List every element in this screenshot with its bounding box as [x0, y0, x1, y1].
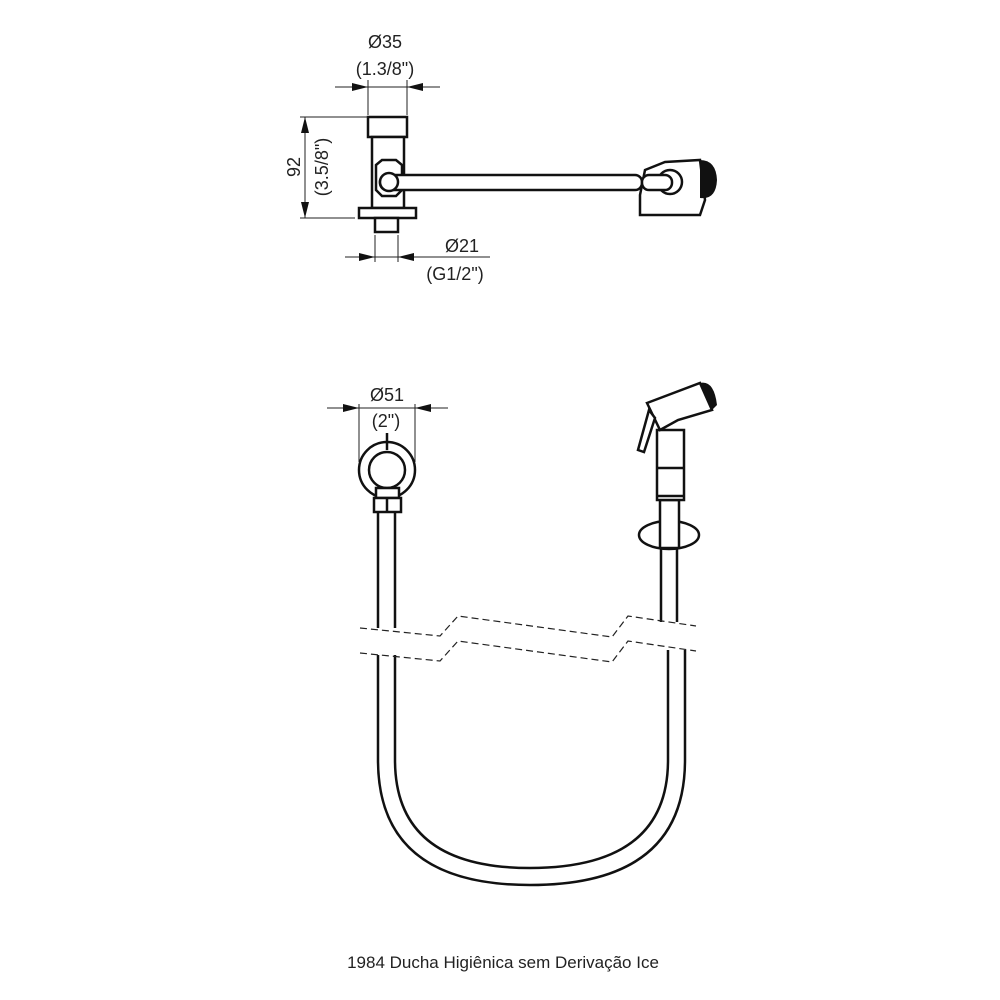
- top-width-metric: Ø35: [368, 32, 402, 52]
- valve-side-view: [357, 115, 717, 234]
- hand-shower: [636, 381, 717, 551]
- dimension-top-width: Ø35 (1.3/8"): [335, 32, 440, 115]
- dimension-thread: Ø21 (G1/2"): [345, 235, 490, 284]
- dimension-height: 92 (3.5/8"): [284, 116, 368, 219]
- flange-metric: Ø51: [370, 385, 404, 405]
- thread-imperial: (G1/2"): [426, 264, 483, 284]
- hose: [359, 512, 697, 887]
- height-imperial: (3.5/8"): [312, 138, 332, 196]
- dimension-flange: Ø51 (2"): [327, 385, 448, 462]
- valve-front-view: [357, 433, 417, 514]
- thread-metric: Ø21: [445, 236, 479, 256]
- top-width-imperial: (1.3/8"): [356, 59, 414, 79]
- flange-imperial: (2"): [372, 411, 400, 431]
- caption: 1984 Ducha Higiênica sem Derivação Ice: [347, 953, 659, 972]
- height-metric: 92: [284, 157, 304, 177]
